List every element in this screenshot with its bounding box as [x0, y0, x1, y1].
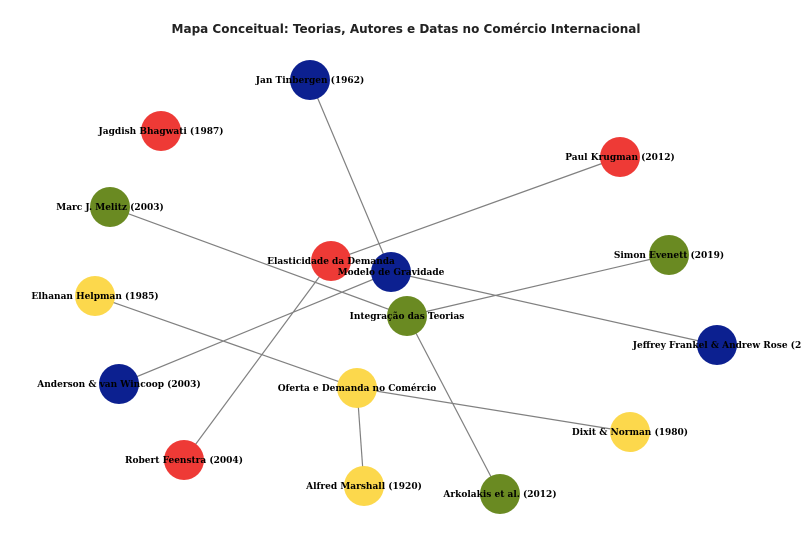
node-frankel [697, 325, 737, 365]
node-label-frankel: Jeffrey Frankel & Andrew Rose (2 [632, 340, 801, 351]
node-arkolakis [480, 474, 520, 514]
node-integracao [387, 296, 427, 336]
node-label-anderson: Anderson & van Wincoop (2003) [36, 379, 200, 390]
edge-integracao-evenett [406, 254, 670, 317]
node-label-helpman: Elhanan Helpman (1985) [31, 291, 158, 302]
node-helpman [75, 276, 115, 316]
node-label-marshall: Alfred Marshall (1920) [305, 481, 422, 492]
node-label-evenett: Simon Evenett (2019) [614, 250, 724, 261]
node-dixit [610, 412, 650, 452]
edge-elasticidade-feenstra [183, 260, 332, 461]
node-feenstra [164, 440, 204, 480]
node-bhagwati [141, 111, 181, 151]
edge-melitz-integracao [109, 206, 408, 317]
node-label-arkolakis: Arkolakis et al. (2012) [442, 489, 556, 500]
edge-gravidade-anderson [118, 271, 392, 385]
node-label-tinbergen: Jan Tinbergen (1962) [255, 75, 364, 86]
node-label-elasticidade: Elasticidade da Demanda [267, 257, 395, 267]
node-anderson [99, 364, 139, 404]
node-krugman [600, 137, 640, 177]
node-label-dixit: Dixit & Norman (1980) [572, 427, 688, 438]
edge-integracao-arkolakis [406, 315, 501, 495]
node-label-integracao: Integração das Teorias [350, 311, 465, 322]
node-gravidade [371, 252, 411, 292]
node-elasticidade [311, 241, 351, 281]
node-label-oferta: Oferta e Demanda no Comércio [278, 383, 437, 394]
node-tinbergen [290, 60, 330, 100]
node-marshall [344, 466, 384, 506]
edge-helpman-oferta [94, 295, 358, 389]
node-label-feenstra: Robert Feenstra (2004) [125, 455, 243, 466]
edge-elasticidade-krugman [330, 156, 621, 262]
node-evenett [649, 235, 689, 275]
node-oferta [337, 368, 377, 408]
node-label-bhagwati: Jagdish Bhagwati (1987) [98, 126, 224, 137]
edge-tinbergen-gravidade [309, 79, 392, 273]
node-label-krugman: Paul Krugman (2012) [565, 152, 674, 163]
node-label-melitz: Marc J. Melitz (2003) [56, 202, 163, 213]
edge-gravidade-frankel [390, 271, 718, 346]
node-melitz [90, 187, 130, 227]
node-label-gravidade: Modelo de Gravidade [338, 268, 445, 278]
edge-oferta-dixit [356, 387, 631, 433]
diagram-title: Mapa Conceitual: Teorias, Autores e Data… [171, 22, 641, 36]
